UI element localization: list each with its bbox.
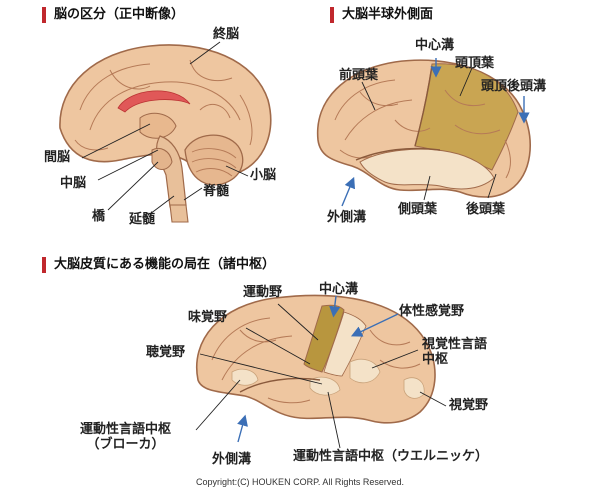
label-visual-area: 視覚野 (449, 398, 489, 413)
functional-lateral-sulcus (239, 377, 321, 393)
diencephalon-shape (139, 112, 177, 139)
label-occipital-lobe: 後頭葉 (466, 202, 506, 217)
label-motor-area: 運動野 (243, 285, 283, 300)
medial-gyri-lines (74, 59, 253, 151)
label-parietal-lobe: 頭頂葉 (455, 56, 495, 71)
medial-pointer-lines (81, 41, 249, 215)
temporal-lobe-highlight (359, 148, 495, 190)
lateral-section-title: 大脳半球外側面 (330, 7, 433, 23)
functional-pointer-lines (195, 303, 447, 449)
pons-bulge (151, 148, 173, 170)
functional-gyri-lines (211, 317, 421, 404)
lateral-pointer-lines (361, 67, 497, 201)
label-frontal-lobe: 前頭葉 (339, 68, 379, 83)
label-broca-area: 運動性言語中枢 （ブローカ） (80, 422, 172, 452)
label-spinal-cord: 脊髄 (203, 184, 230, 199)
label-central-sulcus-functional: 中心溝 (319, 282, 359, 297)
label-temporal-lobe: 側頭葉 (398, 202, 438, 217)
label-diencephalon: 間脳 (44, 150, 71, 165)
lateral-brain-illustration (316, 59, 531, 198)
functional-section-title: 大脳皮質にある機能の局在（諸中枢） (42, 257, 275, 273)
lateral-gyri-lines (334, 79, 511, 179)
medial-brain-illustration (59, 44, 272, 223)
cerebellum-folia (191, 148, 237, 177)
functional-blue-arrows (237, 295, 399, 443)
cerebellum-shape (184, 134, 244, 186)
lateral-blue-arrows (341, 58, 530, 207)
label-wernicke-area: 運動性言語中枢（ウエルニッケ） (293, 449, 489, 464)
lateral-sulcus-line (355, 147, 441, 161)
label-taste-area: 味覚野 (188, 310, 228, 325)
label-lateral-sulcus-lateral: 外側溝 (327, 210, 367, 225)
label-somatosensory-area: 体性感覚野 (399, 304, 465, 319)
label-cerebrum: 終脳 (213, 27, 240, 42)
functional-brain-illustration (195, 294, 436, 424)
label-central-sulcus-lateral: 中心溝 (415, 38, 455, 53)
wernicke-area (309, 376, 341, 396)
label-medulla: 延髄 (129, 212, 156, 227)
label-auditory-area: 聴覚野 (146, 345, 186, 360)
spinal-cord-shape (169, 204, 189, 223)
label-visual-speech-center: 視覚性言語 中枢 (422, 337, 488, 367)
label-cerebellum: 小脳 (250, 168, 277, 183)
label-pons: 橋 (92, 209, 106, 224)
visual-speech-area (349, 358, 381, 384)
label-midbrain: 中脳 (60, 176, 87, 191)
medial-section-title: 脳の区分（正中断像） (42, 7, 184, 23)
copyright-notice: Copyright:(C) HOUKEN CORP. All Rights Re… (196, 477, 404, 487)
label-parieto-occipital-sulcus: 頭頂後頭溝 (481, 79, 547, 94)
label-lateral-sulcus-functional: 外側溝 (212, 452, 252, 467)
corpus-callosum-shape (117, 90, 191, 113)
